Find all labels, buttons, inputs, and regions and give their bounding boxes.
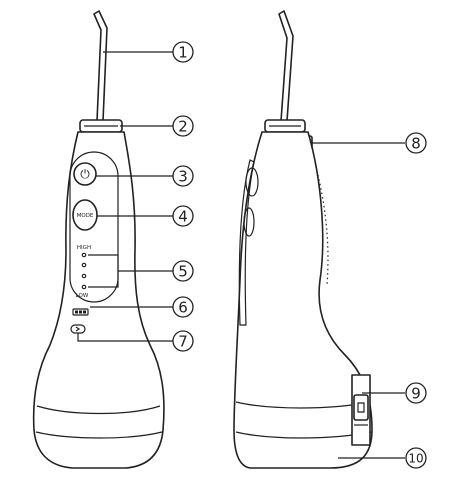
- callout-number: 9: [411, 385, 421, 403]
- callout-number: 8: [411, 135, 421, 153]
- callout-number: 7: [178, 333, 188, 351]
- callout-number: 6: [178, 299, 188, 317]
- pressure-led-3: [81, 273, 87, 279]
- front-body: [32, 131, 165, 469]
- side-view: [233, 10, 373, 469]
- callout-circle: [405, 447, 427, 469]
- callout-pressure-indicators: 5: [172, 260, 194, 282]
- callout-circle: [172, 205, 194, 227]
- callout-nozzle-release: 8: [405, 132, 427, 154]
- control-panel: [69, 151, 119, 303]
- callout-number: 1: [178, 44, 188, 62]
- side-body: [233, 131, 373, 469]
- callout-circle: [172, 115, 194, 137]
- power-symbol: ⏻: [80, 167, 90, 181]
- battery-indicator: [72, 308, 89, 316]
- charging-port[interactable]: [351, 374, 371, 446]
- callout-circle: [405, 382, 427, 404]
- high-label: HIGH: [77, 245, 91, 251]
- callout-number: 3: [178, 168, 188, 186]
- callout-circle: [172, 296, 194, 318]
- callout-mode-button: 4: [172, 205, 194, 227]
- side-grip: [238, 159, 255, 326]
- callout-markers: 1 2 3 4 5 6 7 8 9 10: [172, 41, 427, 469]
- callout-circle: [172, 330, 194, 352]
- callout-charge-indicator: 7: [172, 330, 194, 352]
- callout-number: 4: [178, 208, 188, 226]
- side-nozzle: [278, 10, 294, 122]
- pressure-led-1: [81, 252, 87, 258]
- callout-circle: [405, 132, 427, 154]
- pressure-led-2: [81, 262, 87, 268]
- callout-battery-indicator: 6: [172, 296, 194, 318]
- callout-circle: [172, 41, 194, 63]
- callout-power-button: 3: [172, 165, 194, 187]
- callout-circle: [172, 260, 194, 282]
- callout-charging-port: 9: [405, 382, 427, 404]
- power-button[interactable]: [73, 162, 97, 186]
- mode-button[interactable]: [72, 199, 98, 231]
- mode-button-label: MODE: [77, 213, 94, 219]
- callout-number: 2: [178, 118, 188, 136]
- callout-number: 5: [178, 263, 188, 281]
- callout-nozzle-ring: 2: [172, 115, 194, 137]
- front-view: ⏻ MODE HIGH LOW: [32, 10, 165, 469]
- callout-water-tank: 10: [405, 447, 427, 469]
- pressure-led-4: [81, 284, 87, 290]
- callout-circle: [172, 165, 194, 187]
- callout-leader-lines: [77, 51, 405, 459]
- callout-nozzle: 1: [172, 41, 194, 63]
- low-label: LOW: [76, 293, 89, 299]
- callout-number: 10: [408, 452, 423, 466]
- front-nozzle: [93, 10, 108, 122]
